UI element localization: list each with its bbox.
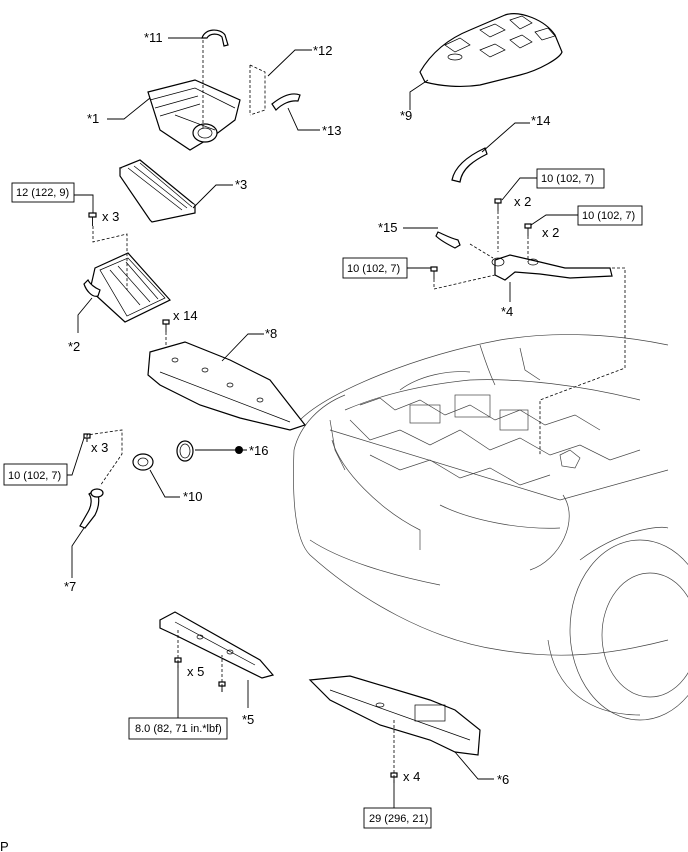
- torque-spec: 8.0 (82, 71 in.*lbf): [135, 723, 222, 735]
- air-cleaner-cap: [147, 79, 241, 151]
- vehicle-outline: [293, 334, 688, 721]
- figure-code: P: [0, 839, 9, 852]
- bolt-icon: [162, 319, 170, 332]
- hose-assembly-4: [491, 254, 613, 281]
- vacuum-hose-11: [201, 29, 229, 47]
- callout-10: *10: [183, 489, 203, 504]
- bolt-icon: [430, 266, 438, 279]
- callout-7: *7: [64, 579, 76, 594]
- hose-15: [435, 231, 461, 249]
- callout-16: *16: [249, 443, 269, 458]
- callout-9: *9: [400, 108, 412, 123]
- quantity-label: x 2: [542, 225, 559, 240]
- quantity-label: x 4: [403, 769, 420, 784]
- air-cleaner-case: [83, 252, 171, 323]
- quantity-label: x 2: [514, 194, 531, 209]
- bracket-5: [159, 611, 275, 679]
- air-filter: [118, 159, 197, 223]
- callout-12: *12: [313, 43, 333, 58]
- torque-labels: 12 (122, 9) 10 (102, 7) 10 (102, 7) 10 (…: [8, 173, 635, 825]
- bolt-icon: [524, 223, 532, 236]
- callout-14: *14: [531, 113, 551, 128]
- torque-spec: 10 (102, 7): [541, 173, 594, 185]
- engine-cover: [419, 13, 563, 88]
- torque-spec: 12 (122, 9): [16, 187, 69, 199]
- skid-plate-6: [308, 675, 481, 756]
- engine-under-cover-8: [147, 341, 306, 431]
- torque-spec: 10 (102, 7): [8, 470, 61, 482]
- hose-7: [79, 488, 104, 529]
- callout-labels: *11 *12 *13 *1 *3 *2 *8 *9 *14 *15 *4 *1…: [64, 30, 551, 787]
- torque-spec-boxes: [3, 168, 643, 829]
- quantity-label: x 3: [91, 440, 108, 455]
- callout-11: *11: [144, 30, 163, 45]
- leader-lines: [67, 37, 578, 808]
- torque-spec: 10 (102, 7): [347, 263, 400, 275]
- quantity-label: x 14: [173, 308, 198, 323]
- dashed-connectors: [86, 40, 626, 783]
- torque-spec: 10 (102, 7): [582, 210, 635, 222]
- callout-15: *15: [378, 220, 398, 235]
- bolt-icon: [494, 198, 502, 211]
- quantity-label: x 3: [102, 209, 119, 224]
- torque-spec: 29 (296, 21): [369, 813, 428, 825]
- gasket-16: [176, 440, 194, 462]
- hose-14: [451, 147, 488, 183]
- callout-6: *6: [497, 772, 509, 787]
- callout-5: *5: [242, 712, 254, 727]
- callout-4: *4: [501, 304, 513, 319]
- callout-2: *2: [68, 339, 80, 354]
- quantity-labels: x 3 x 14 x 3 x 2 x 2 x 5 x 4: [91, 194, 559, 784]
- throttle-part-10: [132, 453, 154, 471]
- hose-13: [271, 93, 301, 111]
- callout-3: *3: [235, 177, 247, 192]
- callout-13: *13: [322, 123, 342, 138]
- callout-1: *1: [87, 111, 99, 126]
- bolt-icon: [88, 212, 97, 226]
- quantity-label: x 5: [187, 664, 204, 679]
- callout-8: *8: [265, 326, 277, 341]
